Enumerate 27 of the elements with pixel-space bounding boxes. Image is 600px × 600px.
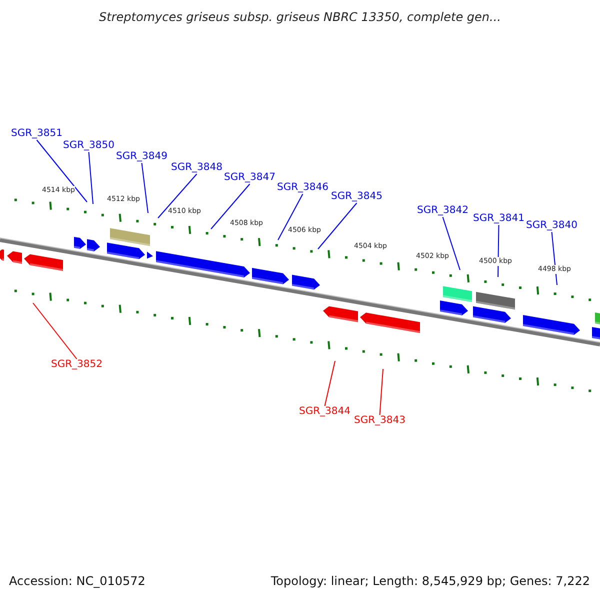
title: Streptomyces griseus subsp. griseus NBRC 13350, complete gen... xyxy=(98,10,502,24)
gene-label: SGR_3851 xyxy=(11,128,62,140)
gene-label: SGR_3848 xyxy=(171,162,222,174)
leader-line xyxy=(442,216,460,270)
leader-line xyxy=(32,302,78,360)
footer-text: Accession: NC_010572 xyxy=(9,574,146,588)
leader-line xyxy=(141,162,148,214)
leader-line xyxy=(278,194,304,240)
gene-label: SGR_3841 xyxy=(473,213,524,225)
gene-label: SGR_3846 xyxy=(277,182,328,194)
gene-label: SGR_3852 xyxy=(51,359,102,371)
leader-line xyxy=(158,174,198,218)
gene-label: SGR_3842 xyxy=(417,205,468,217)
leader-line xyxy=(210,184,250,230)
leader-line xyxy=(318,202,358,250)
gene-label: SGR_3840 xyxy=(526,220,578,232)
gene-label: SGR_3845 xyxy=(331,191,382,203)
footer-text: Topology: linear; Length: 8,545,929 bp; Genes: 7,222 xyxy=(270,574,590,588)
leader-line xyxy=(36,140,88,202)
gene-label: SGR_3843 xyxy=(354,415,406,427)
leader-line xyxy=(324,360,336,406)
leader-line xyxy=(379,368,384,416)
gene-label: SGR_3847 xyxy=(224,172,276,184)
gene-label: SGR_3844 xyxy=(299,406,350,418)
leader-line xyxy=(88,152,94,204)
gene-label: SGR_3849 xyxy=(116,151,168,163)
gene-label: SGR_3850 xyxy=(63,140,114,152)
